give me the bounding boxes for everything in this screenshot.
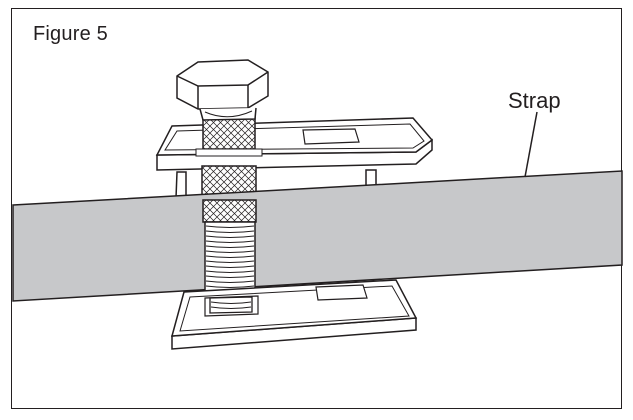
lower-plate-slot	[315, 284, 368, 301]
bolt-hex-head	[176, 59, 269, 121]
strap	[12, 170, 623, 302]
lower-clamp-plate	[170, 279, 418, 350]
upper-plate-slot	[302, 128, 360, 145]
strap-callout-label: Strap	[508, 88, 561, 113]
bolt-tip	[209, 296, 253, 314]
figure-title: Figure 5	[33, 23, 108, 45]
strap-callout-leader	[524, 111, 538, 178]
